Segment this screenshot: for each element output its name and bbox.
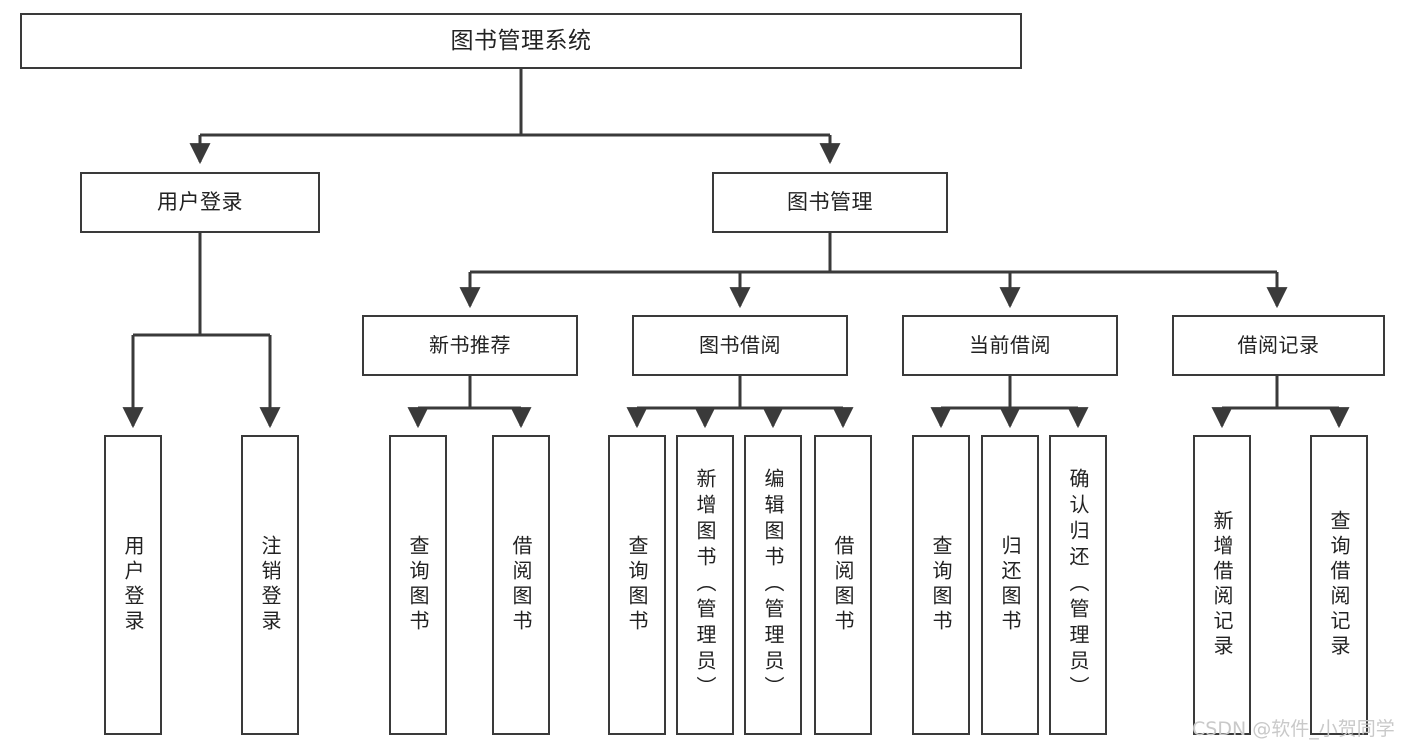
node-user-login[interactable]: 用户登录: [80, 172, 320, 233]
node-current-borrow[interactable]: 当前借阅: [902, 315, 1118, 376]
node-book-borrow[interactable]: 图书借阅: [632, 315, 848, 376]
leaf-add-book-admin[interactable]: 新增图书（管理员）: [676, 435, 734, 735]
node-label: 借阅图书: [831, 535, 855, 635]
leaf-logout[interactable]: 注销登录: [241, 435, 299, 735]
node-label: 图书管理系统: [450, 27, 592, 54]
node-label: 新书推荐: [429, 332, 511, 357]
leaf-query-book-current[interactable]: 查询图书: [912, 435, 970, 735]
leaf-return-book[interactable]: 归还图书: [981, 435, 1039, 735]
leaf-query-book-recommend[interactable]: 查询图书: [389, 435, 447, 735]
node-label: 编辑图书（管理员）: [761, 468, 785, 702]
node-new-book-recommend[interactable]: 新书推荐: [362, 315, 578, 376]
leaf-add-borrow-record[interactable]: 新增借阅记录: [1193, 435, 1251, 735]
node-label: 借阅图书: [509, 535, 533, 635]
node-label: 查询图书: [625, 535, 649, 635]
leaf-confirm-return-admin[interactable]: 确认归还（管理员）: [1049, 435, 1107, 735]
node-label: 归还图书: [998, 535, 1022, 635]
node-label: 图书借阅: [699, 332, 781, 357]
leaf-borrow-book-recommend[interactable]: 借阅图书: [492, 435, 550, 735]
node-label: 新增图书（管理员）: [693, 468, 717, 702]
leaf-edit-book-admin[interactable]: 编辑图书（管理员）: [744, 435, 802, 735]
leaf-borrow-book[interactable]: 借阅图书: [814, 435, 872, 735]
node-label: 新增借阅记录: [1210, 510, 1234, 660]
node-borrow-records[interactable]: 借阅记录: [1172, 315, 1385, 376]
node-label: 图书管理: [787, 190, 873, 215]
leaf-user-login[interactable]: 用户登录: [104, 435, 162, 735]
node-label: 查询借阅记录: [1327, 510, 1351, 660]
leaf-query-borrow-record[interactable]: 查询借阅记录: [1310, 435, 1368, 735]
node-label: 用户登录: [121, 535, 145, 635]
node-root-book-management-system[interactable]: 图书管理系统: [20, 13, 1022, 69]
node-label: 借阅记录: [1237, 332, 1320, 357]
leaf-query-book-borrow[interactable]: 查询图书: [608, 435, 666, 735]
node-book-management[interactable]: 图书管理: [712, 172, 948, 233]
node-label: 查询图书: [929, 535, 953, 635]
csdn-watermark: CSDN @软件_小贺同学: [1192, 718, 1395, 740]
node-label: 确认归还（管理员）: [1066, 468, 1090, 702]
node-label: 注销登录: [258, 535, 282, 635]
node-label: 当前借阅: [969, 332, 1051, 357]
node-label: 用户登录: [157, 190, 243, 215]
node-label: 查询图书: [406, 535, 430, 635]
